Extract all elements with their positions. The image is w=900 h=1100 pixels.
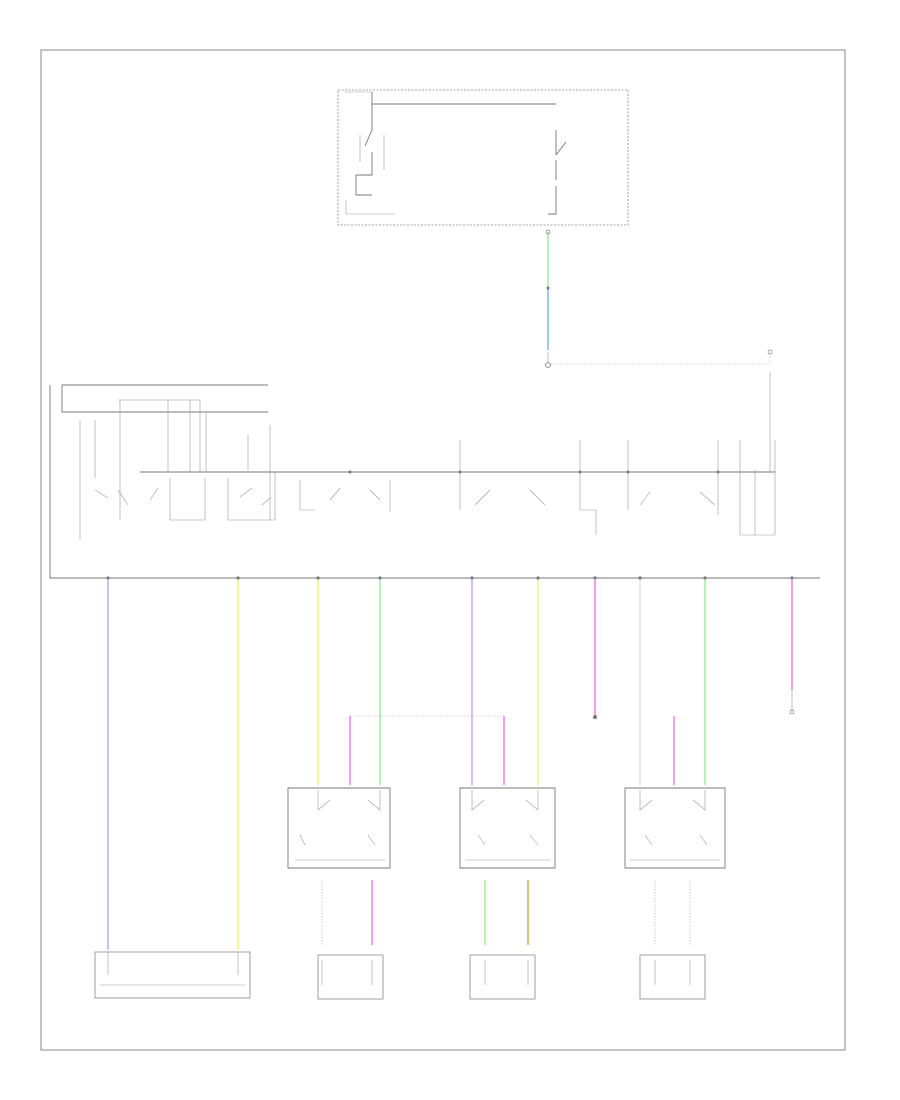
passenger-motor — [317, 954, 384, 1000]
fuse-relay-box — [337, 89, 629, 226]
diagram-border — [40, 49, 846, 1051]
left-rear-motor — [469, 954, 536, 1000]
passenger-sub-switch — [287, 787, 391, 869]
master-switch-block — [49, 372, 820, 579]
block-connector-pins — [106, 576, 794, 580]
left-front-motor — [94, 951, 251, 999]
ground-splice — [545, 362, 551, 368]
right-rear-motor — [639, 954, 706, 1000]
left-rear-sub-switch — [459, 787, 556, 869]
right-rear-sub-switch — [624, 787, 726, 869]
ground-point — [789, 709, 795, 715]
